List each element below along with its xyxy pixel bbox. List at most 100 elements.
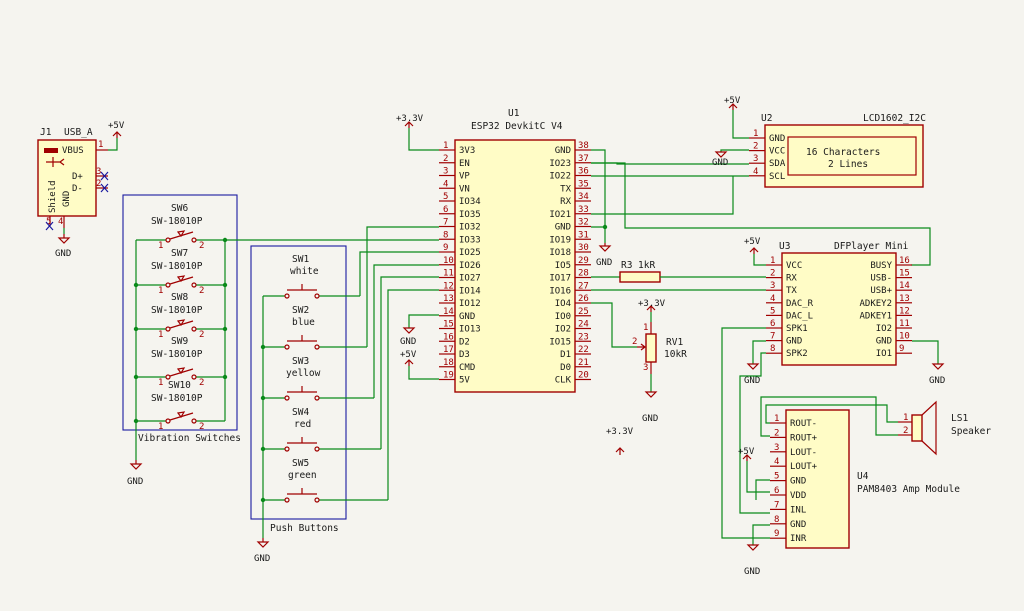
u3-pin-number: 10 <box>899 332 910 342</box>
svg-text:GND: GND <box>712 158 728 168</box>
no-connect-icon <box>45 221 54 231</box>
svg-text:Speaker: Speaker <box>951 426 991 437</box>
u1-pin-name: GND <box>555 146 571 156</box>
u2-pin-name: VCC <box>769 147 785 157</box>
u1-pin-name: CLK <box>555 376 572 386</box>
gnd-vibration: GND <box>127 460 143 487</box>
u1-pin-number: 17 <box>443 345 454 355</box>
svg-text:1: 1 <box>643 323 648 333</box>
u1-pin-name: IO14 <box>459 286 481 296</box>
svg-text:LS1: LS1 <box>951 413 968 424</box>
svg-text:GND: GND <box>642 414 658 424</box>
svg-text:USB_A: USB_A <box>64 127 93 138</box>
svg-text:2: 2 <box>199 286 204 296</box>
u1-pin-number: 9 <box>443 243 448 253</box>
svg-text:SW-18010P: SW-18010P <box>151 349 203 360</box>
u1-pin-number: 29 <box>578 256 589 266</box>
svg-text:+5V: +5V <box>738 447 755 457</box>
u1-pin-number: 22 <box>578 345 589 355</box>
svg-text:+5V: +5V <box>744 237 761 247</box>
push-group-label: Push Buttons <box>270 523 339 534</box>
u2-pin-number: 1 <box>753 129 758 139</box>
svg-text:2: 2 <box>632 337 637 347</box>
u1-pin-number: 10 <box>443 256 454 266</box>
svg-text:SW4: SW4 <box>292 407 309 418</box>
svg-text:1: 1 <box>158 422 163 432</box>
svg-text:SW-18010P: SW-18010P <box>151 216 203 227</box>
u1-pin-name: IO16 <box>549 286 571 296</box>
power-33v-floating: +3.3V <box>606 427 634 455</box>
u3-pin-number: 8 <box>770 344 775 354</box>
u1-pin-name: IO33 <box>459 235 481 245</box>
u3-pin-number: 13 <box>899 294 910 304</box>
svg-text:GND: GND <box>127 477 143 487</box>
svg-text:+3.3V: +3.3V <box>638 299 666 309</box>
u2-pin-number: 3 <box>753 154 758 164</box>
svg-text:2: 2 <box>199 378 204 388</box>
u1-pin-number: 15 <box>443 320 454 330</box>
u1-pin-name: IO32 <box>459 223 481 233</box>
svg-text:+5V: +5V <box>108 121 125 131</box>
svg-text:green: green <box>288 470 317 481</box>
u4-pin-2: ROUT+2 <box>770 428 818 443</box>
u1-pin-name: IO17 <box>549 274 571 284</box>
svg-text:SW1: SW1 <box>292 254 309 265</box>
u1-pin-name: IO22 <box>549 172 571 182</box>
u1-pin-name: 5V <box>459 376 470 386</box>
svg-text:DFPlayer Mini: DFPlayer Mini <box>834 241 909 252</box>
svg-text:2: 2 <box>96 179 101 189</box>
svg-text:R3: R3 <box>621 260 632 271</box>
gnd-u3: GND <box>744 363 760 386</box>
svg-text:J1: J1 <box>40 127 52 138</box>
svg-text:GND: GND <box>254 554 270 564</box>
u3-pin-name: ADKEY1 <box>859 311 892 321</box>
u1-pin-name: IO21 <box>549 210 571 220</box>
push-button-sw1: SW1 white <box>263 254 360 299</box>
u3-pin-number: 1 <box>770 256 775 266</box>
u1-pin-17: D3 17 <box>439 345 470 360</box>
svg-text:U3: U3 <box>779 241 790 252</box>
no-connect-icon <box>100 171 109 181</box>
u3-pin-name: SPK1 <box>786 324 808 334</box>
u3-pin-number: 3 <box>770 281 775 291</box>
svg-text:RV1: RV1 <box>666 337 683 348</box>
svg-text:SW8: SW8 <box>171 292 188 303</box>
svg-text:1kR: 1kR <box>638 260 655 271</box>
u3-pin-name: USB+ <box>870 286 892 296</box>
u4-pin-number: 3 <box>774 443 779 453</box>
u4-pin-name: ROUT- <box>790 419 817 429</box>
gnd-push: GND <box>254 538 270 564</box>
u1-pin-name: IO15 <box>549 337 571 347</box>
u4-pin-name: LOUT+ <box>790 462 818 472</box>
u3-pin-3: TX3 <box>766 281 797 296</box>
push-button-sw5: SW5 green <box>263 458 388 503</box>
u1-pin-name: D3 <box>459 350 470 360</box>
svg-text:D+: D+ <box>72 172 83 182</box>
u1-pin-number: 25 <box>578 307 589 317</box>
u3-pin-name: SPK2 <box>786 349 808 359</box>
svg-text:+3.3V: +3.3V <box>396 114 424 124</box>
u3-pin-number: 2 <box>770 269 775 279</box>
u1-pin-number: 7 <box>443 218 448 228</box>
u1-pin-number: 18 <box>443 358 454 368</box>
u3-pin-number: 15 <box>899 269 910 279</box>
u1-pin-name: 3V3 <box>459 146 475 156</box>
svg-text:SW6: SW6 <box>171 203 188 214</box>
